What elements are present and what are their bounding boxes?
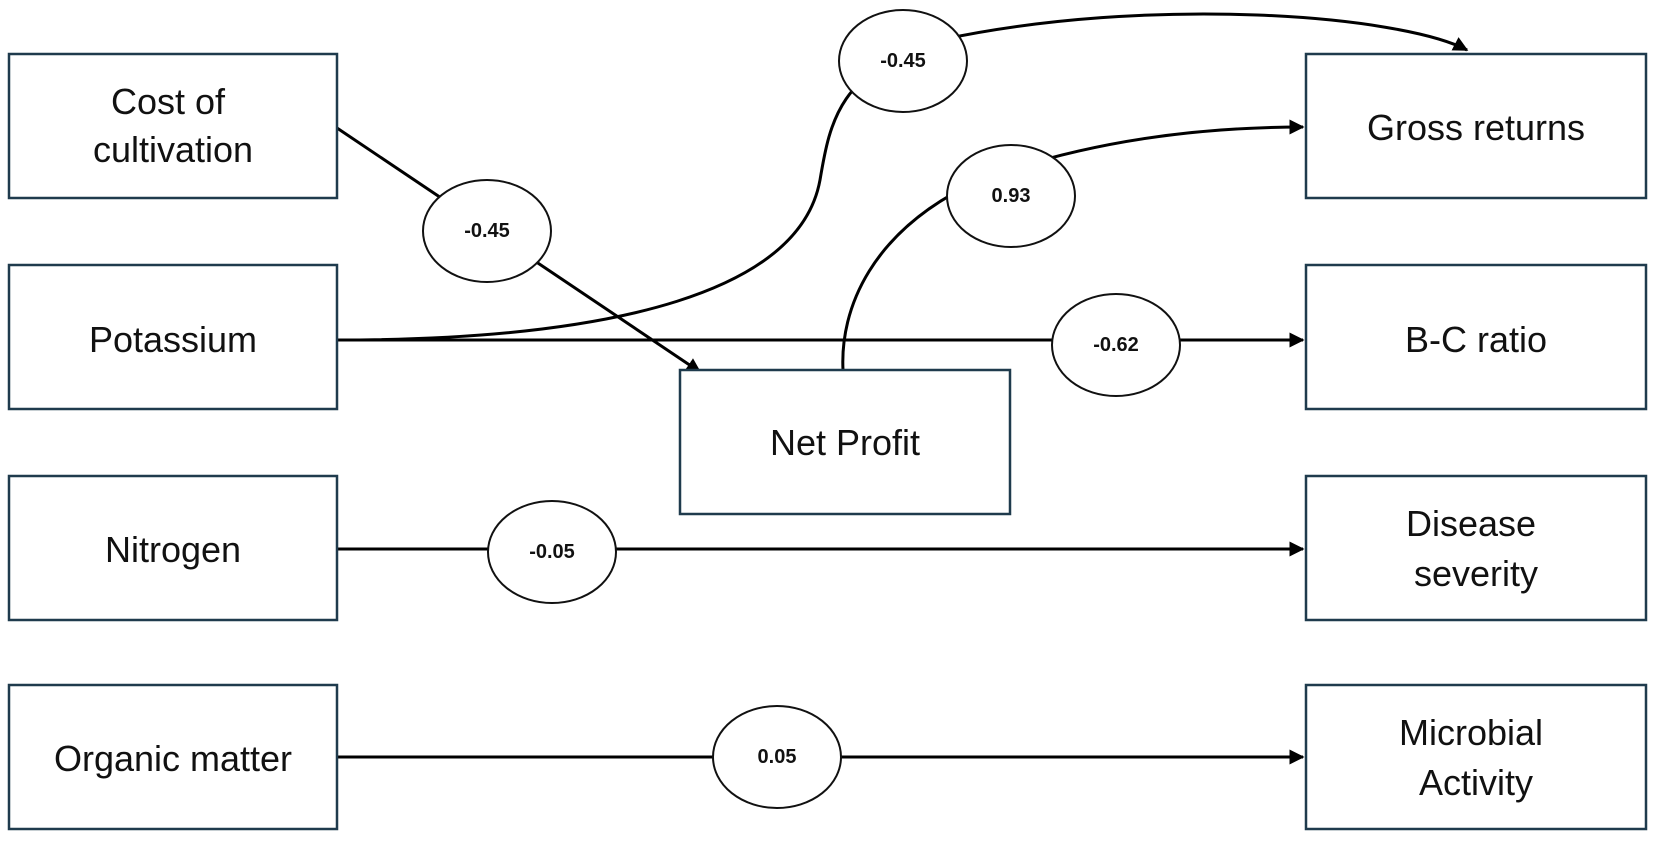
node-label: Potassium xyxy=(89,319,257,360)
node-gross-returns: Gross returns xyxy=(1304,52,1648,200)
coef-potassium-to-bc-ratio: -0.62 xyxy=(1051,293,1181,397)
node-bc-ratio: B-C ratio xyxy=(1304,263,1648,411)
coef-potassium-to-gross-returns: -0.45 xyxy=(838,9,968,113)
node-label: Cost of cultivation xyxy=(93,81,253,170)
node-label: Disease severity xyxy=(1406,503,1546,594)
node-nitrogen: Nitrogen xyxy=(7,474,339,622)
node-potassium: Potassium xyxy=(7,263,339,411)
node-label: Nitrogen xyxy=(105,529,241,570)
node-microbial-activity: Microbial Activity xyxy=(1304,683,1648,831)
coef-label: 0.93 xyxy=(992,185,1031,207)
node-organic-matter: Organic matter xyxy=(7,683,339,831)
coef-nitrogen-to-disease-severity: -0.05 xyxy=(487,500,617,604)
node-label: B-C ratio xyxy=(1405,319,1547,360)
coef-net-profit-to-gross-returns: 0.93 xyxy=(946,144,1076,248)
node-label: Organic matter xyxy=(54,738,292,779)
node-net-profit: Net Profit xyxy=(678,368,1012,516)
coef-organic-matter-to-microbial-activity: 0.05 xyxy=(712,705,842,809)
coef-label: -0.45 xyxy=(464,220,510,242)
node-label: Gross returns xyxy=(1367,107,1585,148)
node-cost-of-cultivation: Cost of cultivation xyxy=(7,52,339,200)
coef-label: -0.45 xyxy=(880,50,926,72)
node-label: Microbial Activity xyxy=(1399,712,1553,803)
coef-label: 0.05 xyxy=(758,746,797,768)
node-label: Net Profit xyxy=(770,422,920,463)
node-disease-severity: Disease severity xyxy=(1304,474,1648,622)
coef-cost-to-net-profit: -0.45 xyxy=(422,179,552,283)
edge-potassium-to-gross-returns xyxy=(336,12,1469,342)
coef-label: -0.05 xyxy=(529,541,575,563)
coef-label: -0.62 xyxy=(1093,334,1139,356)
